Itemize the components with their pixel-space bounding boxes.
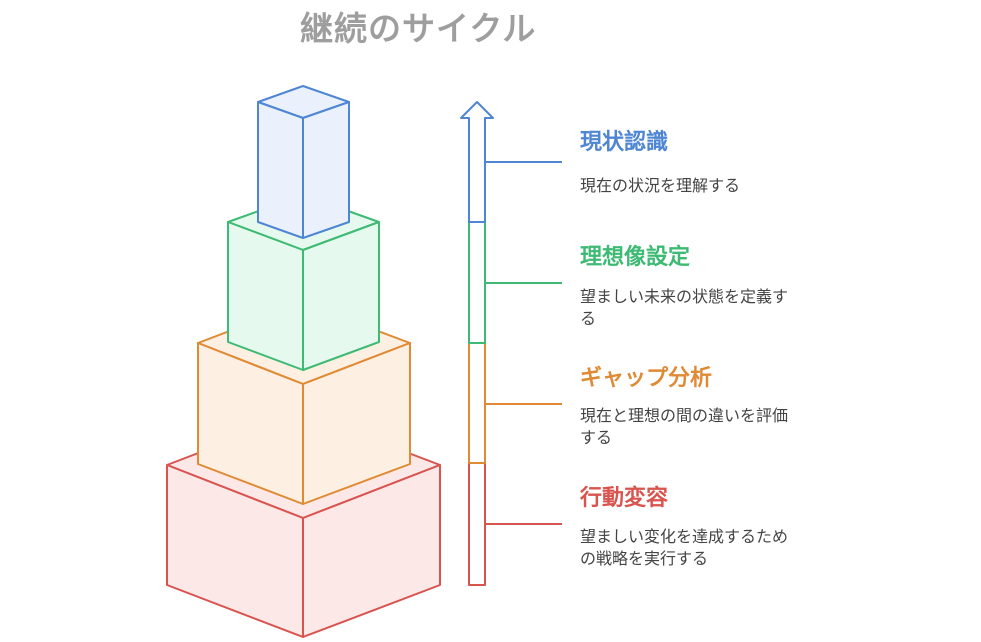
stage-description-gap-analysis: 現在と理想の間の違いを評価する	[580, 406, 789, 447]
arrow-segment-action-change	[468, 462, 486, 586]
connector-lines	[485, 161, 562, 525]
stage-description-current-recognition: 現在の状況を理解する	[580, 176, 741, 195]
progress-arrow	[460, 101, 494, 586]
stage-heading-gap-analysis: ギャップ分析	[580, 366, 713, 391]
stage-description-ideal-setting: 望ましい未来の状態を定義する	[580, 287, 789, 328]
arrow-head-current-recognition	[460, 101, 494, 223]
box-right-face	[302, 342, 411, 505]
stage-description-action-change: 望ましい変化を達成するための戦略を実行する	[580, 527, 789, 568]
box-left-face	[257, 101, 304, 239]
arrow-segment-gap-analysis	[468, 342, 486, 464]
diagram-title: 継続のサイクル	[300, 9, 537, 48]
stage-heading-ideal-setting: 理想像設定	[580, 245, 691, 270]
stage-heading-current-recognition: 現状認識	[580, 130, 669, 155]
stack-box-current-recognition	[257, 85, 350, 239]
arrow-segment-ideal-setting	[468, 221, 486, 344]
stage-heading-action-change: 行動変容	[580, 486, 669, 511]
box-right-face	[302, 464, 441, 638]
stack-box-gap-analysis	[197, 302, 411, 505]
box-right-face	[302, 101, 350, 239]
box-right-face	[302, 221, 380, 371]
